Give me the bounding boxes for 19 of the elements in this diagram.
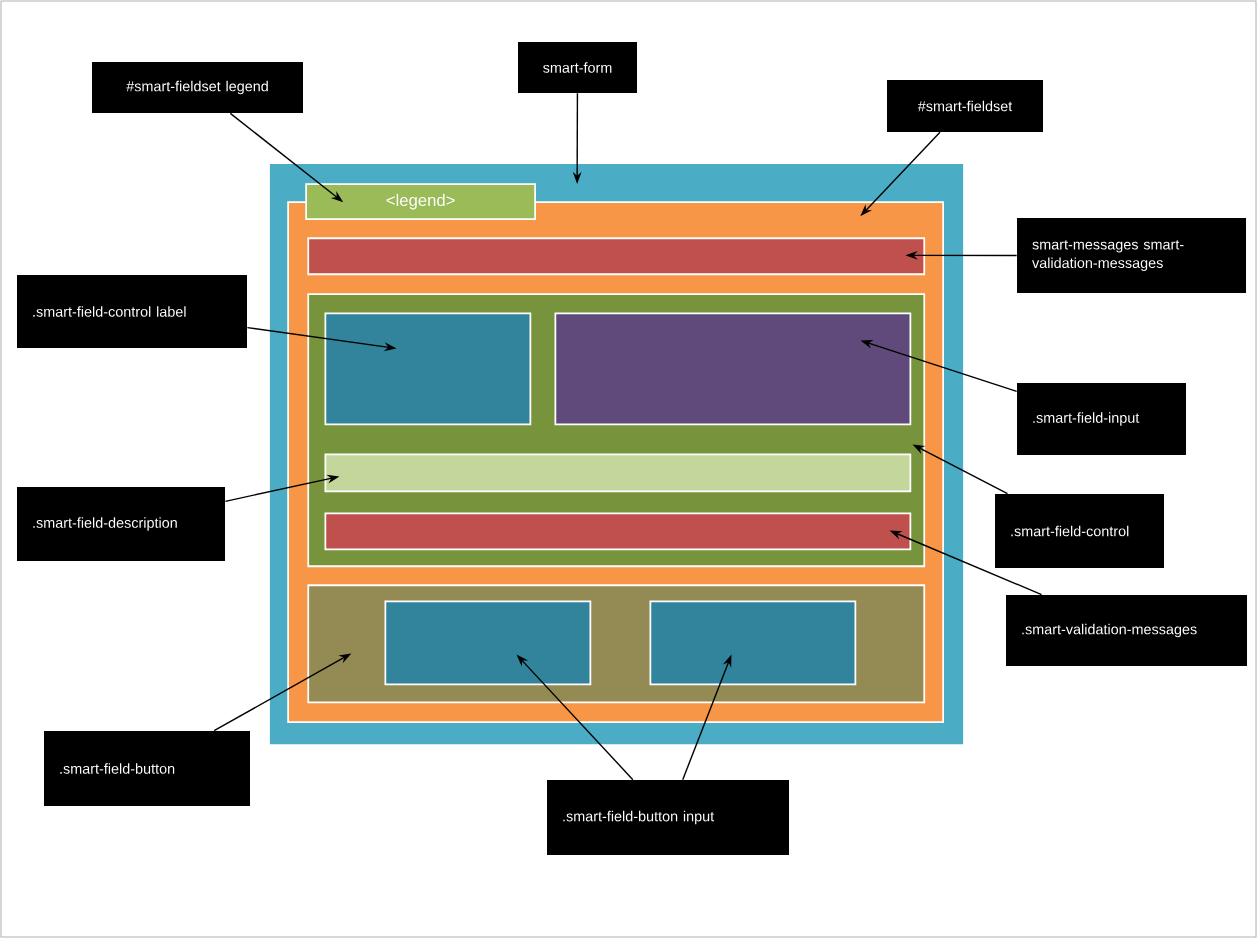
messages-bar [307, 237, 926, 276]
class-label: .smart-field-button input [547, 780, 789, 855]
class-label: .smart-validation-messages [1006, 595, 1247, 666]
legend-box: <legend> [305, 183, 536, 220]
class-label: #smart-fieldset [887, 80, 1043, 132]
button-box [384, 600, 592, 686]
class-label: smart-form [518, 42, 637, 93]
button-box [649, 600, 857, 686]
class-label: .smart-field-control [995, 494, 1164, 568]
input-box [554, 312, 912, 426]
validation-bar [324, 512, 912, 551]
class-label: smart-messages smart-validation-messages [1017, 218, 1246, 293]
class-label: .smart-field-button [44, 731, 250, 806]
class-label: #smart-fieldset legend [92, 62, 303, 113]
class-label: .smart-field-control label [17, 275, 247, 348]
class-label: .smart-field-input [1017, 383, 1186, 455]
label-box [324, 312, 532, 426]
class-label: .smart-field-description [17, 487, 225, 561]
description-bar [324, 453, 912, 493]
